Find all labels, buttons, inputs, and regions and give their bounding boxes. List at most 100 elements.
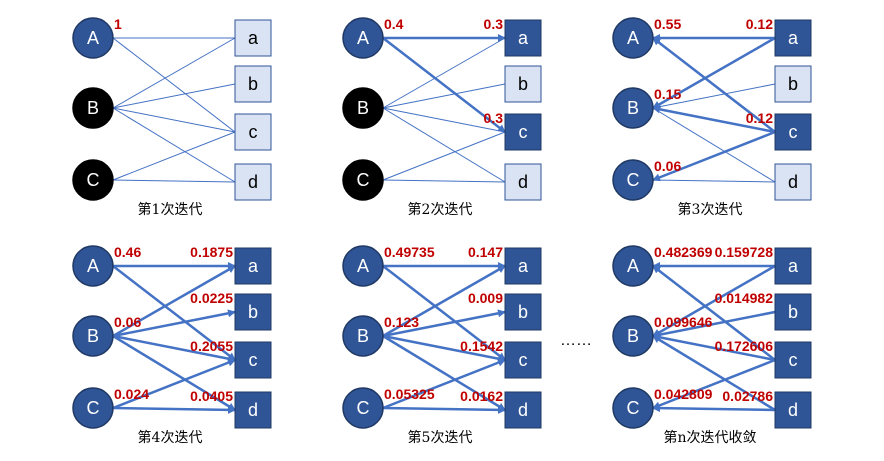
edge-B-c	[382, 107, 506, 133]
node-label-d: d	[248, 172, 258, 192]
edge-A-c	[652, 37, 776, 133]
node-d	[774, 163, 812, 201]
edge-B-d	[112, 107, 236, 183]
node-label-a: a	[518, 256, 529, 276]
node-d	[504, 163, 542, 201]
node-C	[612, 159, 654, 201]
node-d	[504, 391, 542, 429]
edge-group	[652, 34, 776, 183]
node-label-a: a	[518, 28, 529, 48]
edge-B-d	[652, 107, 776, 183]
edge-C-d	[652, 179, 776, 183]
score-c: 0.172606	[715, 338, 774, 354]
score-B: 0.15	[654, 86, 681, 102]
edge-group	[112, 37, 236, 183]
node-label-b: b	[518, 302, 528, 322]
panel-caption: 第4次迭代	[138, 429, 203, 446]
node-label-B: B	[627, 98, 639, 118]
panel-caption: 第2次迭代	[408, 201, 473, 218]
edge-B-b	[382, 309, 506, 338]
node-label-c: c	[789, 122, 798, 142]
edge-B-b	[112, 309, 236, 338]
node-label-c: c	[249, 122, 258, 142]
node-label-c: c	[519, 122, 528, 142]
panel-caption: 第5次迭代	[408, 429, 473, 446]
node-c	[504, 341, 542, 379]
node-label-B: B	[627, 326, 639, 346]
node-label-B: B	[357, 326, 369, 346]
node-d	[234, 391, 272, 429]
node-A	[342, 245, 384, 287]
node-label-A: A	[87, 256, 99, 276]
edge-C-c	[112, 358, 236, 410]
edge-B-a	[382, 37, 506, 109]
node-b	[504, 293, 542, 331]
edge-B-b	[652, 310, 776, 339]
node-b	[774, 293, 812, 331]
node-label-b: b	[248, 74, 258, 94]
edge-B-c	[112, 107, 236, 133]
score-c: 0.12	[746, 110, 773, 126]
node-B	[612, 315, 654, 357]
panel-caption: 第1次迭代	[138, 201, 203, 218]
score-b: 0.014982	[715, 290, 774, 306]
node-label-A: A	[627, 256, 639, 276]
node-label-b: b	[788, 74, 798, 94]
score-a: 0.159728	[715, 244, 774, 260]
node-label-C: C	[87, 170, 100, 190]
edge-C-c	[652, 358, 776, 410]
panel-caption: 第3次迭代	[678, 201, 743, 218]
score-a: 0.12	[746, 16, 773, 32]
node-B	[72, 315, 114, 357]
edge-B-a	[382, 264, 506, 338]
node-c	[504, 113, 542, 151]
edge-C-d	[112, 405, 236, 414]
score-a: 0.1875	[190, 244, 233, 260]
edge-group	[382, 34, 506, 183]
edge-group	[112, 262, 236, 414]
node-B	[342, 87, 384, 129]
node-A	[612, 17, 654, 59]
node-d	[774, 391, 812, 429]
edge-C-c	[382, 131, 506, 181]
edge-B-a	[652, 264, 776, 338]
node-C	[72, 387, 114, 429]
node-c	[234, 113, 272, 151]
score-C: 0.05325	[384, 386, 435, 402]
edge-B-d	[382, 334, 506, 412]
score-B: 0.06	[114, 314, 141, 330]
node-a	[234, 19, 272, 57]
score-A: 0.4	[384, 16, 404, 32]
node-c	[774, 341, 812, 379]
node-label-A: A	[357, 28, 369, 48]
edge-A-c	[382, 265, 506, 361]
edge-B-c	[652, 105, 776, 134]
node-b	[234, 293, 272, 331]
node-A	[72, 245, 114, 287]
node-c	[774, 113, 812, 151]
node-label-a: a	[248, 256, 259, 276]
node-label-B: B	[87, 326, 99, 346]
edge-C-d	[382, 179, 506, 183]
node-a	[504, 19, 542, 57]
edge-B-b	[382, 83, 506, 109]
node-A	[612, 245, 654, 287]
node-B	[342, 315, 384, 357]
edge-B-a	[112, 264, 236, 338]
edge-B-a	[112, 37, 236, 109]
node-C	[342, 159, 384, 201]
node-label-C: C	[627, 170, 640, 190]
node-C	[72, 159, 114, 201]
node-label-A: A	[87, 28, 99, 48]
score-b: 0.0225	[190, 290, 233, 306]
score-B: 0.099646	[654, 314, 713, 330]
node-b	[504, 65, 542, 103]
score-A: 0.55	[654, 16, 681, 32]
node-label-a: a	[248, 28, 259, 48]
node-label-c: c	[249, 350, 258, 370]
node-label-C: C	[357, 170, 370, 190]
score-d: 0.0162	[460, 388, 503, 404]
node-A	[342, 17, 384, 59]
